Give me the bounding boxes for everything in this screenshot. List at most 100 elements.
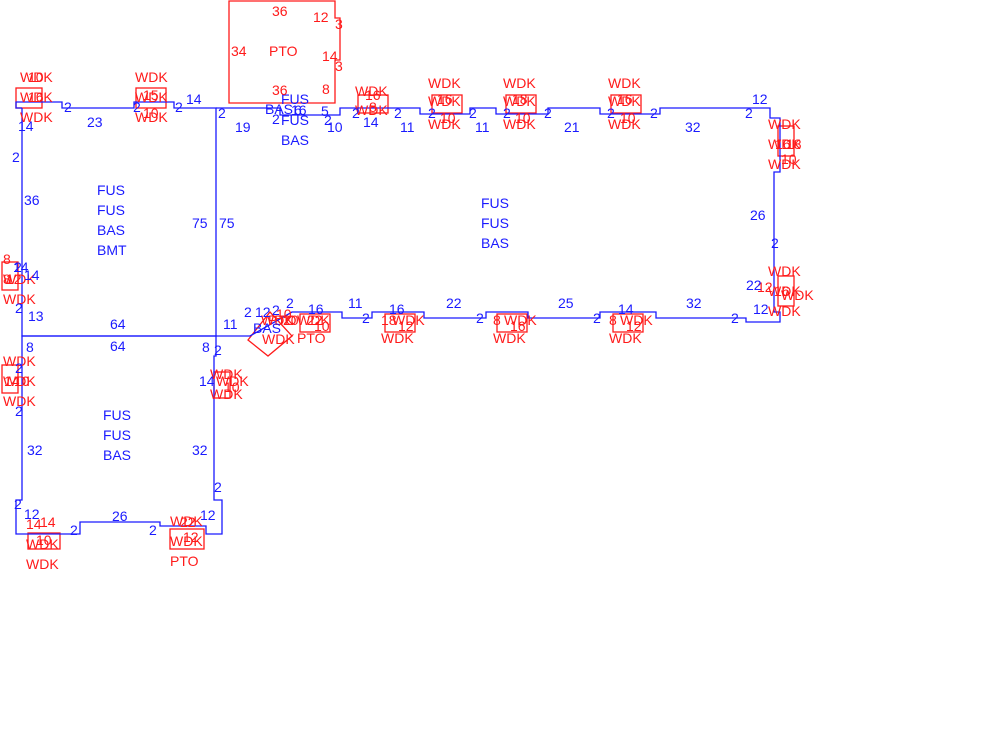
dimension-label: 2 — [286, 295, 294, 311]
dimension-label: 34 — [231, 43, 247, 59]
dimension-label: 2 — [15, 403, 23, 419]
dimension-label: 2 — [14, 496, 22, 512]
dimension-label: 10 — [440, 110, 456, 126]
area-code: BMT — [97, 242, 127, 258]
dimension-label: 16 — [774, 283, 790, 299]
addition-outlines — [1, 0, 795, 550]
deck-box — [777, 275, 795, 307]
porch-code: WDK — [26, 556, 59, 572]
deck-code: WDK — [608, 75, 641, 91]
dimension-label: 10 — [515, 110, 531, 126]
deck-code: WDK — [297, 312, 330, 328]
dimension-label: 11 — [348, 295, 363, 311]
dimension-label: 2 — [544, 105, 552, 121]
dimension-label: 10 — [327, 119, 343, 135]
dimension-label: 19 — [235, 119, 251, 135]
dimension-label: 10 — [28, 69, 44, 85]
structure-outlines — [15, 101, 781, 535]
deck-box — [135, 87, 167, 109]
west-upper-outline — [15, 101, 217, 337]
deck-code: WDK — [768, 156, 801, 172]
dimension-label: 12 — [752, 91, 768, 107]
dimension-label: 10 — [276, 306, 292, 322]
dimension-label: 14 — [40, 514, 56, 530]
deck-code: WDK — [768, 263, 801, 279]
dimension-label: 16 — [437, 91, 453, 107]
deck-code: WDK — [503, 116, 536, 132]
dimension-label: 5 — [321, 103, 329, 119]
dimension-label: 20 — [283, 312, 299, 328]
dimension-label: 2 — [214, 342, 222, 358]
dimension-label: 10 — [14, 373, 30, 389]
deck-box — [1, 364, 19, 394]
dimension-label: 2 — [12, 149, 20, 165]
dimension-label: 2 — [394, 105, 402, 121]
dimension-label: 2 — [218, 105, 226, 121]
dimension-label: 10 — [224, 379, 240, 395]
dimension-label: 16 — [510, 318, 526, 334]
dimension-label: 2 — [70, 522, 78, 538]
dimension-label: 2 — [64, 99, 72, 115]
addition-labels: 36 12 3 34 PTO 14 3 8 36 WDK WDK WDK 10 … — [3, 3, 814, 572]
dimension-label: 16 — [389, 301, 405, 317]
area-code: FUS — [97, 202, 125, 218]
deck-code: WDK — [768, 136, 801, 152]
dimension-label: 12 — [757, 279, 773, 295]
west-lower-outline — [15, 335, 223, 535]
dimension-label: 18 — [512, 91, 528, 107]
deck-code: WDK — [135, 89, 168, 105]
deck-code: WDK — [135, 109, 168, 125]
dimension-label: 16 — [775, 136, 791, 152]
dimension-label: 2 — [324, 112, 332, 128]
dimension-label: WDK — [392, 312, 425, 328]
deck-code: WDK — [210, 366, 243, 382]
dimension-label: 12 — [255, 304, 271, 320]
dimension-label: 18 — [786, 136, 802, 152]
dimension-label: 15 — [143, 87, 159, 103]
dimension-label: 8 — [3, 271, 11, 287]
dimension-label: 32 — [27, 442, 43, 458]
deck-code: WDK — [210, 386, 243, 402]
area-code: FUS — [103, 427, 131, 443]
dimension-label: 14 — [13, 259, 29, 275]
dimension-label: 10 — [314, 318, 330, 334]
dimension-label: 14 — [186, 91, 202, 107]
dimension-label: 11 — [475, 119, 490, 135]
porch-outline — [228, 0, 341, 104]
dimension-label: 26 — [112, 508, 128, 524]
area-code: BAS — [97, 222, 125, 238]
deck-code: 8 — [3, 251, 11, 267]
dimension-label: 12 — [313, 9, 329, 25]
dimension-label: 12 — [398, 318, 414, 334]
deck-code: WDK — [170, 533, 203, 549]
dimension-label: 21 — [564, 119, 580, 135]
area-code: FUS — [97, 182, 125, 198]
dimension-label: 22 — [446, 295, 462, 311]
dimension-label: 14 — [199, 373, 215, 389]
deck-code: WDK — [503, 93, 536, 109]
dimension-label: 3 — [335, 58, 343, 74]
dimension-label: 32 — [686, 295, 702, 311]
dimension-label: 2 — [362, 310, 370, 326]
dimension-label: 2 — [428, 105, 436, 121]
deck-code: 8 — [609, 312, 617, 328]
deck-code: WDK — [493, 330, 526, 346]
dimension-label: 12 — [24, 506, 40, 522]
deck-box — [299, 313, 331, 333]
deck-code: WDK — [381, 330, 414, 346]
dimension-label: WDK — [620, 312, 653, 328]
deck-code: WDK — [3, 373, 36, 389]
dimension-label: 2 — [15, 360, 23, 376]
dimension-label: 23 — [87, 114, 103, 130]
deck-code: WDK — [3, 291, 36, 307]
area-code: FUS — [481, 215, 509, 231]
dimension-label: 8 — [322, 81, 330, 97]
dimension-label: 12 — [6, 271, 22, 287]
structure-labels: 2 14 23 2 2 14 2 19 2 16 5 2 10 2 14 2 1… — [12, 91, 779, 538]
dimension-label: 22 — [307, 312, 323, 328]
dimension-label: 2 — [149, 522, 157, 538]
dimension-label: 2 — [272, 302, 280, 318]
deck-box — [496, 313, 528, 333]
deck-box — [15, 87, 43, 109]
deck-code: WDK — [20, 89, 53, 105]
